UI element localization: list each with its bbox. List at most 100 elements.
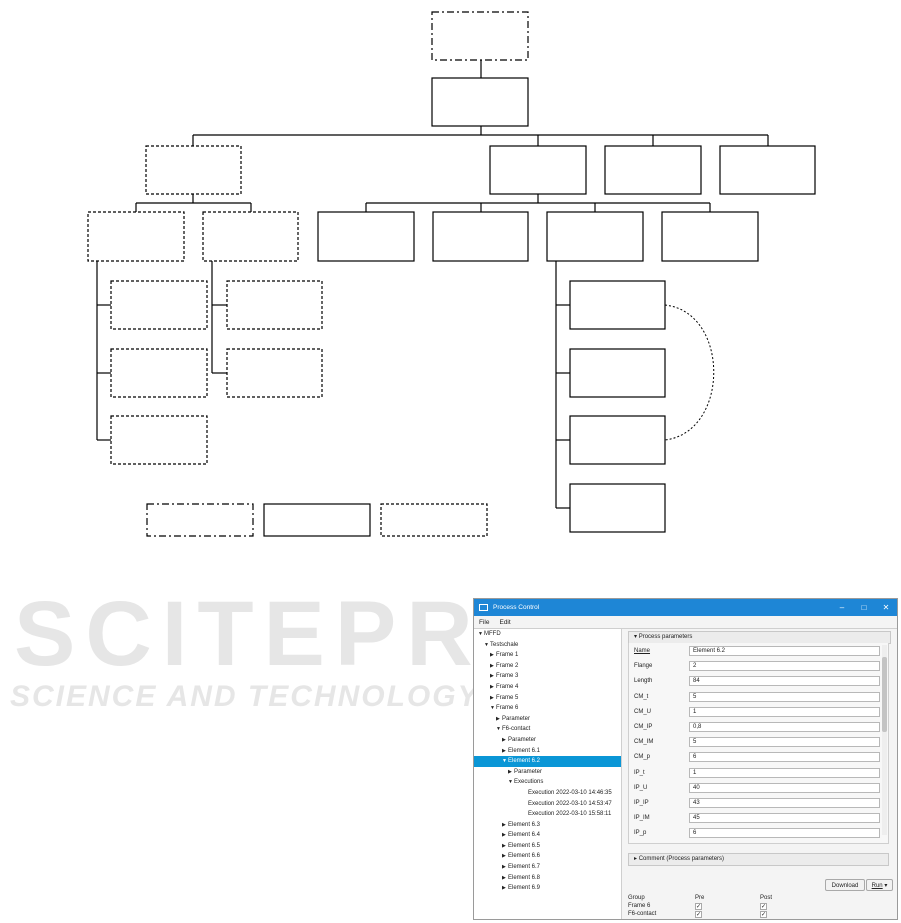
box [719, 145, 816, 195]
window-title: Process Control [493, 604, 540, 611]
expand-down-icon[interactable]: ▼ [508, 779, 513, 786]
pre-checkbox[interactable]: ✓ [695, 911, 702, 918]
expand-right-icon[interactable]: ▶ [490, 673, 494, 680]
tree-item[interactable]: ▼Frame 6 [474, 703, 621, 714]
tree-item[interactable]: Execution 2022-03-10 14:53:47 [474, 799, 621, 810]
expand-right-icon[interactable]: ▶ [502, 864, 506, 871]
tree-item-label: Parameter [502, 715, 531, 722]
expand-right-icon[interactable]: ▶ [502, 842, 506, 849]
box [604, 145, 702, 195]
tree-item-label: Frame 3 [496, 673, 519, 680]
expand-right-icon[interactable]: ▶ [502, 853, 506, 860]
expand-right-icon[interactable]: ▶ [502, 874, 506, 881]
box [489, 145, 587, 195]
tree-item[interactable]: ▶Element 6.9 [474, 883, 621, 894]
parameter-input[interactable]: 1 [689, 706, 880, 717]
parameter-input[interactable]: Element 6.2 [689, 646, 880, 656]
parameter-input[interactable]: 6 [689, 752, 880, 763]
scrollbar-thumb[interactable] [882, 657, 887, 732]
parameter-label: Length [634, 678, 653, 685]
root-box [431, 11, 529, 61]
parameter-input[interactable]: 40 [689, 782, 880, 793]
parameter-input[interactable]: 5 [689, 737, 880, 748]
parameter-input[interactable]: 5 [689, 691, 880, 702]
tree-item[interactable]: ▶Element 6.4 [474, 830, 621, 841]
parameter-label: Flange [634, 663, 653, 670]
execution-panel: Group Pre Post Download Run ▾ Frame 6 ✓ … [628, 873, 893, 919]
tree-item[interactable]: ▶Frame 5 [474, 693, 621, 704]
tree-item[interactable]: ▼MFFD [474, 629, 621, 640]
tree-item[interactable]: ▶Parameter [474, 767, 621, 778]
tree-item[interactable]: ▶Frame 3 [474, 671, 621, 682]
menu-file[interactable]: File [479, 618, 490, 626]
tree-item[interactable]: ▶Parameter [474, 735, 621, 746]
process-control-window: Process Control – □ ✕ File Edit ▼MFFD▼Te… [473, 598, 898, 920]
parameter-input[interactable]: 45 [689, 813, 880, 824]
comment-header[interactable]: ▸ Comment (Process parameters) [628, 853, 889, 866]
expand-right-icon[interactable]: ▶ [502, 885, 506, 892]
box [110, 280, 208, 330]
tree-item[interactable]: ▼Testschale [474, 640, 621, 651]
parameter-input[interactable]: 2 [689, 661, 880, 672]
tree-item[interactable]: Execution 2022-03-10 14:46:35 [474, 788, 621, 799]
tree-item[interactable]: ▶Element 6.6 [474, 851, 621, 862]
tree-item[interactable]: ▼Element 6.2 [474, 756, 621, 767]
expand-down-icon[interactable]: ▼ [496, 726, 501, 733]
tree-item[interactable]: ▶Element 6.5 [474, 841, 621, 852]
tree-item[interactable]: ▶Parameter [474, 714, 621, 725]
download-button[interactable]: Download [825, 879, 865, 891]
box [110, 415, 208, 465]
expand-right-icon[interactable]: ▶ [502, 747, 506, 754]
tree-item[interactable]: ▶Frame 2 [474, 661, 621, 672]
dotted-arc [664, 304, 715, 441]
tree-item[interactable]: ▼F6-contact [474, 724, 621, 735]
maximize-icon[interactable]: □ [861, 603, 867, 612]
expand-right-icon[interactable]: ▶ [490, 662, 494, 669]
parameter-input[interactable]: 6 [689, 828, 880, 839]
tree-item[interactable]: Execution 2022-03-10 15:58:11 [474, 809, 621, 820]
parameter-label: CM_p [634, 754, 651, 761]
expand-right-icon[interactable]: ▶ [490, 694, 494, 701]
box [145, 145, 242, 195]
expand-down-icon[interactable]: ▼ [502, 758, 507, 765]
expand-right-icon[interactable]: ▶ [490, 652, 494, 659]
tree-item[interactable]: ▶Element 6.3 [474, 820, 621, 831]
box [569, 280, 666, 330]
chevron-down-icon: ▾ [634, 634, 639, 640]
expand-down-icon[interactable]: ▼ [478, 631, 483, 637]
run-button[interactable]: Run ▾ [866, 879, 893, 891]
scrollbar[interactable] [882, 645, 887, 835]
post-checkbox[interactable]: ✓ [760, 903, 767, 910]
expand-down-icon[interactable]: ▼ [490, 705, 495, 712]
expand-right-icon[interactable]: ▶ [502, 832, 506, 839]
expand-right-icon[interactable]: ▶ [502, 821, 506, 828]
expand-right-icon[interactable]: ▶ [502, 736, 506, 743]
parameter-input[interactable]: 0,8 [689, 722, 880, 732]
tree-item[interactable]: ▶Element 6.1 [474, 746, 621, 757]
tree-item[interactable]: ▶Element 6.8 [474, 873, 621, 884]
box [110, 348, 208, 398]
tree-item-label: MFFD [484, 631, 501, 637]
minimize-icon[interactable]: – [839, 603, 845, 612]
box [569, 415, 666, 465]
tree-item[interactable]: ▶Frame 1 [474, 650, 621, 661]
tree-item[interactable]: ▶Element 6.7 [474, 862, 621, 873]
tree-item-label: Testschale [490, 641, 519, 648]
pre-checkbox[interactable]: ✓ [695, 903, 702, 910]
expand-right-icon[interactable]: ▶ [508, 768, 512, 775]
close-icon[interactable]: ✕ [882, 603, 890, 612]
expand-right-icon[interactable]: ▶ [490, 683, 494, 690]
post-checkbox[interactable]: ✓ [760, 911, 767, 918]
parameter-input[interactable]: 84 [689, 676, 880, 687]
parameter-input[interactable]: 43 [689, 798, 880, 808]
tree-item[interactable]: ▶Frame 4 [474, 682, 621, 693]
tree-item[interactable]: ▼Executions [474, 777, 621, 788]
parameter-input[interactable]: 1 [689, 767, 880, 778]
menu-edit[interactable]: Edit [499, 618, 511, 626]
expand-down-icon[interactable]: ▼ [484, 641, 489, 648]
expand-right-icon[interactable]: ▶ [496, 715, 500, 722]
